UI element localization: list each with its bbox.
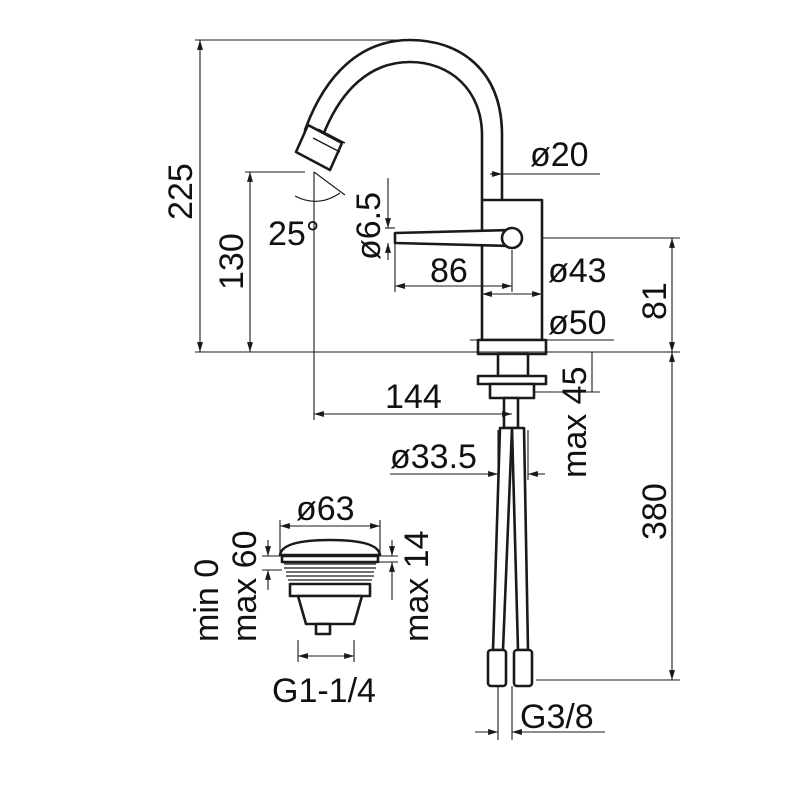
mounting-shank	[496, 352, 530, 378]
label-d63: ø63	[296, 490, 355, 528]
label-max-45: max 45	[556, 367, 594, 479]
label-81: 81	[636, 282, 674, 320]
label-86: 86	[430, 252, 468, 290]
label-25-degrees: 25°	[268, 215, 319, 253]
hose-fitting-left	[486, 648, 508, 688]
lever-handle	[393, 228, 514, 248]
dimension-lines	[195, 39, 680, 740]
flex-hose-right	[510, 426, 530, 652]
drain-body	[288, 582, 372, 598]
label-min-0: min 0	[188, 559, 226, 642]
label-d43: ø43	[548, 252, 607, 290]
label-max-14: max 14	[398, 531, 436, 643]
label-d33-5: ø33.5	[390, 438, 477, 476]
drain-cap	[278, 538, 382, 557]
spout	[303, 38, 504, 200]
faucet-outline	[294, 38, 548, 688]
label-g3-8: G3/8	[520, 698, 594, 736]
label-d20: ø20	[530, 136, 589, 174]
label-144: 144	[385, 378, 442, 416]
pop-up-drain	[278, 538, 382, 636]
flex-hose-left	[491, 426, 514, 652]
label-d6-5: ø6.5	[350, 192, 388, 260]
label-380: 380	[636, 483, 674, 540]
dimension-labels: 225 130 25° ø6.5 86 ø20 ø43 81 ø50 144 m…	[162, 136, 674, 736]
lever-knob	[500, 226, 524, 250]
threaded-rod	[502, 396, 520, 430]
label-d50: ø50	[548, 304, 607, 342]
label-225: 225	[162, 163, 200, 220]
drain-tailpiece	[296, 594, 364, 626]
hose-fitting-right	[512, 648, 534, 688]
aerator-nozzle	[294, 123, 344, 172]
label-g1-1-4: G1-1/4	[272, 672, 376, 710]
label-max-60: max 60	[226, 531, 264, 643]
label-130: 130	[213, 233, 251, 290]
mounting-nut	[488, 382, 536, 400]
